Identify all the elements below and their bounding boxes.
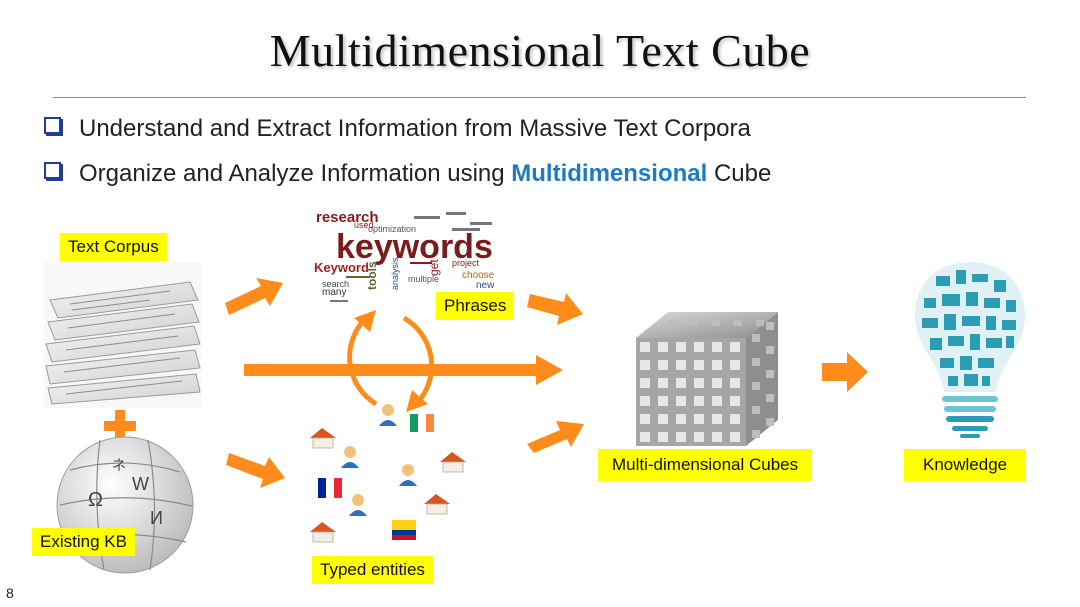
newspaper-stack-image <box>44 262 201 408</box>
cloud-word: search <box>322 279 349 289</box>
arrow-kb-to-entities-icon <box>226 453 285 488</box>
arrows <box>225 278 868 488</box>
cloud-word: get <box>427 259 441 276</box>
cloud-word: multiple <box>408 274 439 284</box>
cloud-word: analysis <box>390 257 400 290</box>
cloud-word: used <box>354 220 374 230</box>
arrow-entities-to-cube-icon <box>527 421 584 453</box>
entity-icons <box>310 404 466 543</box>
cloud-word: research <box>316 209 379 226</box>
cycle-arrows-icon <box>347 315 435 407</box>
arrow-phrases-to-cube-icon <box>527 293 583 325</box>
bullet-1: Understand and Extract Information from … <box>44 115 751 143</box>
label-typed-entities: Typed entities <box>312 556 433 584</box>
bullet-2-text-b: Cube <box>707 160 772 187</box>
label-cubes: Multi-dimensional Cubes <box>598 449 813 481</box>
cloud-word: tools <box>365 261 379 290</box>
bullet-2-highlight: Multidimensional <box>511 160 708 187</box>
svg-text:И: И <box>150 508 163 528</box>
bullet-box-icon <box>44 162 61 179</box>
lightbulb-icon <box>914 262 1026 438</box>
bullet-2: Organize and Analyze Information using M… <box>44 160 771 188</box>
house-icon <box>424 494 450 515</box>
svg-text:ネ: ネ <box>112 457 126 473</box>
cloud-word: project <box>452 258 480 268</box>
cloud-word: new <box>476 280 495 291</box>
plus-icon <box>104 410 136 442</box>
title-divider <box>53 97 1026 98</box>
flag-icon <box>410 414 434 432</box>
flag-icon <box>392 520 416 540</box>
cloud-word: many <box>322 287 346 298</box>
cloud-word-main: keywords <box>336 228 493 266</box>
bullet-box-icon <box>44 117 61 134</box>
keywords-cloud-image: research optimization keywords Keyword t… <box>314 209 495 302</box>
label-text-corpus: Text Corpus <box>60 233 167 261</box>
person-icon <box>341 446 359 468</box>
page-number: 8 <box>6 585 14 601</box>
person-icon <box>349 494 367 516</box>
slide-title: Multidimensional Text Cube <box>269 25 811 76</box>
arrow-corpus-to-cube-icon <box>244 355 563 385</box>
house-icon <box>310 428 336 449</box>
label-phrases: Phrases <box>436 292 515 320</box>
house-icon <box>440 452 466 473</box>
person-icon <box>399 464 417 486</box>
arrow-cube-to-knowledge-icon <box>822 352 868 392</box>
arrow-corpus-to-phrases-icon <box>225 278 283 315</box>
cloud-word: choose <box>462 270 495 281</box>
cloud-word: optimization <box>368 224 416 234</box>
person-icon <box>379 404 397 426</box>
bullet-1-text: Understand and Extract Information from … <box>79 115 751 142</box>
label-existing-kb: Existing KB <box>32 528 135 556</box>
svg-text:W: W <box>132 474 149 494</box>
cloud-word: Keyword <box>314 260 369 275</box>
svg-text:Ω: Ω <box>88 489 103 511</box>
flag-icon <box>318 478 342 498</box>
bullet-2-text-a: Organize and Analyze Information using <box>79 160 512 187</box>
cube-grid-image <box>636 312 778 446</box>
house-icon <box>310 522 336 543</box>
label-knowledge: Knowledge <box>904 449 1027 481</box>
